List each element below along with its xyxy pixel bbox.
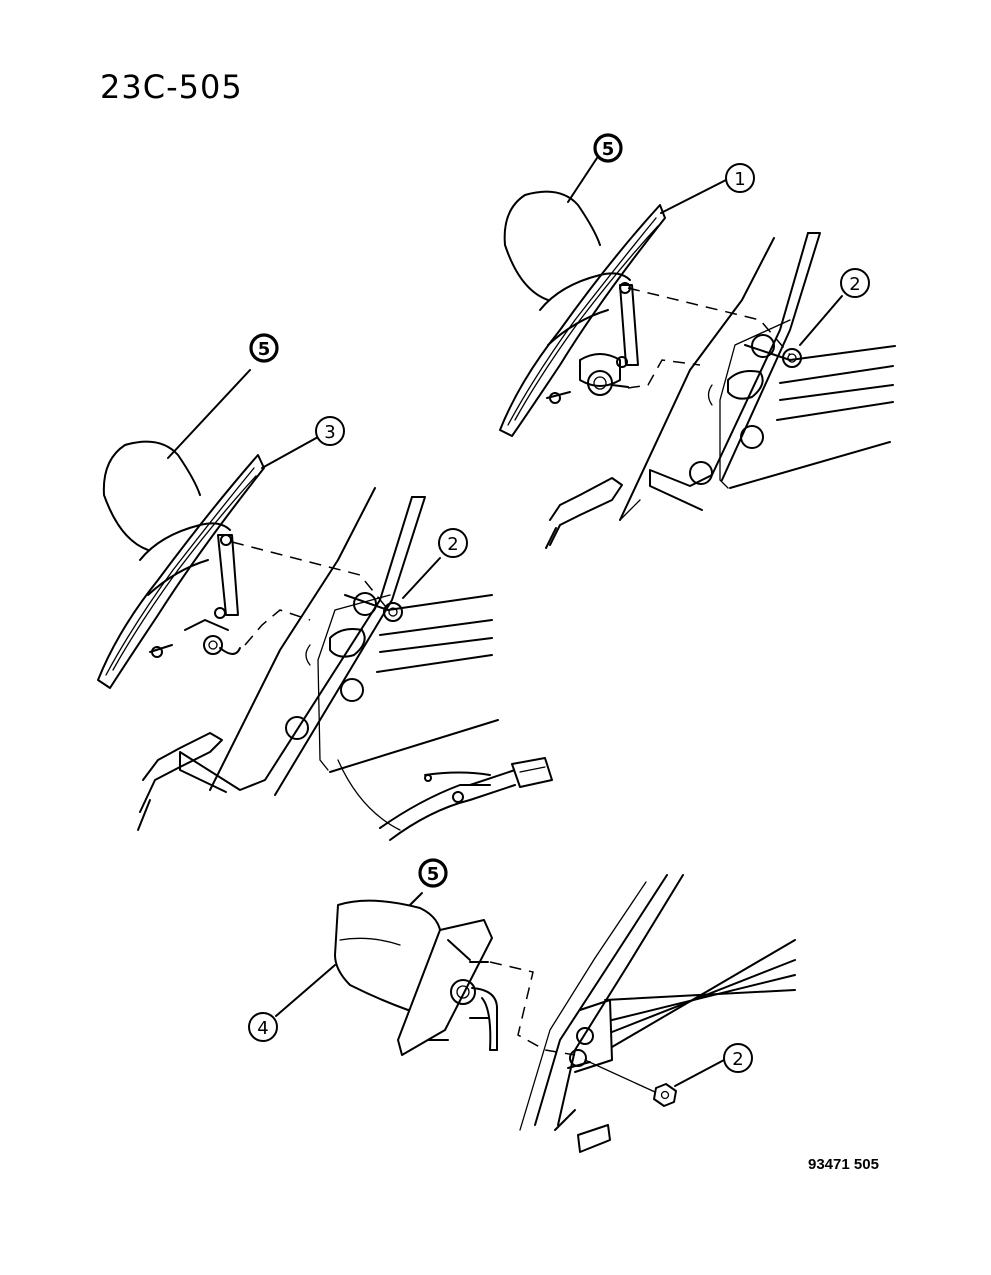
nut-item-2-bottom bbox=[653, 1083, 677, 1107]
callout-item-3: 3 bbox=[315, 416, 345, 446]
callout-item-2-top-right: 2 bbox=[840, 268, 870, 298]
view-top-right-power-mirror bbox=[499, 157, 896, 549]
svg-text:2: 2 bbox=[732, 1049, 743, 1070]
svg-text:5: 5 bbox=[427, 864, 440, 885]
callout-item-5-top-right: 5 bbox=[593, 133, 623, 163]
svg-text:4: 4 bbox=[257, 1018, 268, 1039]
svg-text:5: 5 bbox=[602, 139, 615, 160]
door-frame-bottom bbox=[519, 874, 796, 1153]
svg-text:2: 2 bbox=[849, 274, 860, 295]
callout-item-5-middle-left: 5 bbox=[249, 333, 279, 363]
callout-item-4: 4 bbox=[248, 1012, 278, 1042]
svg-text:3: 3 bbox=[324, 422, 335, 443]
mirror-assembly-item-4 bbox=[334, 899, 499, 1056]
nut-item-2-middle-left bbox=[383, 602, 403, 622]
svg-text:2: 2 bbox=[447, 534, 458, 555]
callout-item-2-middle-left: 2 bbox=[438, 528, 468, 558]
door-frame-middle-left bbox=[137, 487, 553, 841]
svg-text:5: 5 bbox=[258, 339, 271, 360]
door-frame-top-right bbox=[545, 232, 896, 549]
mirror-assembly-item-1 bbox=[499, 190, 666, 437]
view-bottom-mirror bbox=[275, 874, 796, 1153]
nut-item-2-top-right bbox=[782, 348, 802, 368]
page-code: 23C-505 bbox=[100, 68, 243, 106]
mirror-assembly-item-3 bbox=[97, 440, 265, 689]
callout-item-1: 1 bbox=[725, 163, 755, 193]
callout-item-5-bottom: 5 bbox=[418, 858, 448, 888]
svg-text:1: 1 bbox=[734, 169, 745, 190]
callout-item-2-bottom: 2 bbox=[723, 1043, 753, 1073]
view-middle-left-manual-mirror bbox=[97, 369, 553, 841]
drawing-number: 93471 505 bbox=[808, 1156, 879, 1173]
